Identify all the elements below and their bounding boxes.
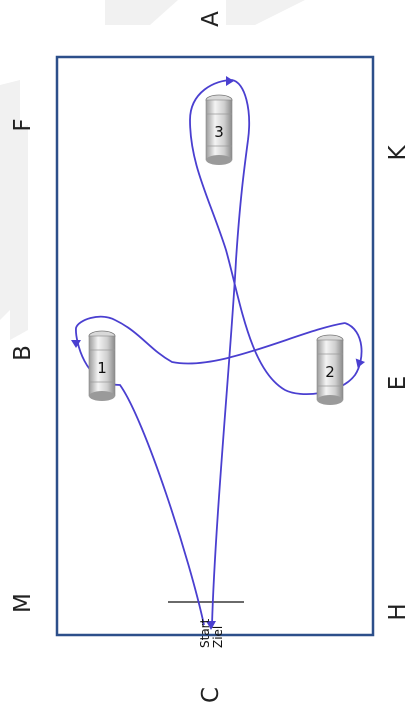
- finish-label: Ziel: [212, 619, 225, 648]
- background-shape: [105, 0, 178, 25]
- barrel-3: 3: [206, 95, 232, 165]
- marker-right-upper: K: [383, 138, 410, 168]
- path-start-to-barrel-1: [76, 317, 345, 625]
- path-barrel-3-to-finish: [212, 140, 248, 625]
- barrel-1: 1: [89, 331, 115, 401]
- barrel-number: 1: [97, 359, 107, 377]
- marker-left-upper: F: [8, 110, 38, 140]
- marker-top: A: [196, 4, 226, 34]
- barrel-2: 2: [317, 335, 343, 405]
- background-shape: [10, 125, 28, 340]
- marker-left-lower: M: [8, 588, 38, 618]
- marker-bottom: C: [196, 680, 226, 710]
- background-shapes: [0, 0, 305, 340]
- path-arrowhead: [226, 76, 234, 86]
- barrel-number: 3: [214, 123, 224, 141]
- marker-left-middle: B: [8, 338, 38, 368]
- barrel-number: 2: [325, 363, 335, 381]
- start-finish-label: Start Ziel: [199, 619, 225, 648]
- background-shape: [226, 0, 305, 25]
- marker-right-middle: E: [383, 368, 410, 398]
- marker-right-lower: H: [383, 597, 410, 627]
